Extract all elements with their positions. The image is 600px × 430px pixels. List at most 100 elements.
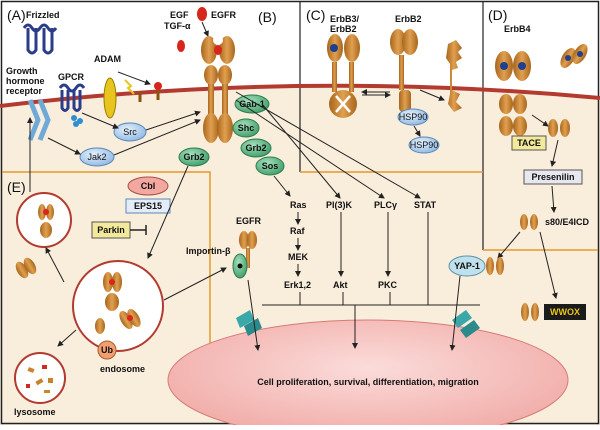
arrow-presenilin-s80 xyxy=(550,185,557,213)
arrow-gab1-pi3k xyxy=(261,103,341,199)
wwox-label: WWOX xyxy=(550,307,580,317)
stat-label: STAT xyxy=(414,200,437,210)
egfr-nuc-label: EGFR xyxy=(236,216,262,226)
wwox-box xyxy=(544,304,586,320)
g-protein-3 xyxy=(73,121,79,127)
erk-label: Erk1,2 xyxy=(284,280,311,290)
nucleus-label: Cell proliferation, survival, differenti… xyxy=(257,377,479,387)
tace-label: TACE xyxy=(517,138,541,148)
nuclear-pore-left xyxy=(236,310,262,336)
erbb3-erbb2-dimer xyxy=(327,34,360,118)
pkc-label: PKC xyxy=(378,280,398,290)
parkin-label: Parkin xyxy=(97,225,125,235)
hsp90-a-label: HSP90 xyxy=(399,112,428,122)
tace-box xyxy=(511,135,547,151)
nuclear-egfr xyxy=(239,231,257,268)
cleavage-bolt xyxy=(124,79,135,95)
presenilin-label: Presenilin xyxy=(531,172,574,182)
erbb3-label-1: ErbB3/ xyxy=(330,14,360,24)
grb2-a-label: Grb2 xyxy=(183,152,204,162)
grb2-a-node xyxy=(178,147,210,167)
nuclear-pore-right xyxy=(452,310,480,338)
gh-label-2: hormone xyxy=(6,76,45,86)
gh-label-3: receptor xyxy=(6,86,43,96)
frizzled-receptor xyxy=(22,23,58,55)
endosome-label: endosome xyxy=(100,364,145,374)
wwox-s80 xyxy=(521,303,539,321)
arrow-gpcr-src xyxy=(81,112,119,129)
erbb3-label-2: ErbB2 xyxy=(330,24,357,34)
lysosome xyxy=(14,352,66,404)
erbb2-label: ErbB2 xyxy=(395,14,422,24)
panel-a-label: (A) xyxy=(7,7,26,23)
shc-node xyxy=(232,118,260,138)
arrow-endosome-lysosome xyxy=(57,329,77,347)
arrow-s80-wwox xyxy=(539,231,558,299)
grb2-b-label: Grb2 xyxy=(245,143,266,153)
pi3k-label: PI(3)K xyxy=(326,200,353,210)
gpcr-receptor xyxy=(58,83,86,112)
erbb4-dimer xyxy=(495,51,531,136)
tgf-ligand xyxy=(177,40,185,52)
plcg-label: PLCγ xyxy=(374,200,397,210)
yap1-node xyxy=(448,255,486,277)
egf-label: EGF xyxy=(170,10,189,20)
arrow-c-4 xyxy=(413,125,421,137)
egf-ligand xyxy=(197,7,207,21)
arrow-jak2-egfr xyxy=(113,119,201,156)
panel-d-label: (D) xyxy=(488,7,507,23)
frizzled-label: Frizzled xyxy=(26,10,60,20)
jak2-label: Jak2 xyxy=(87,152,106,162)
s80-label: s80/E4ICD xyxy=(545,217,590,227)
adam-enzyme xyxy=(103,77,117,119)
gab1-label: Gab-1 xyxy=(239,99,265,109)
ub-node xyxy=(97,340,117,360)
border-e xyxy=(2,171,211,345)
panel-e-label: (E) xyxy=(7,179,26,195)
arrow-grb2-endosome xyxy=(147,165,189,259)
arrow-adam-ligand xyxy=(117,71,151,86)
erbb4-label: ErbB4 xyxy=(504,24,531,34)
importin-dot xyxy=(237,263,243,269)
early-vesicle xyxy=(16,192,72,248)
erbb2-receptor xyxy=(390,29,418,112)
sos-node xyxy=(255,156,285,176)
g-protein-1 xyxy=(71,115,77,121)
arrow-egfr-stat xyxy=(235,91,421,199)
arrow-s80-yap1 xyxy=(497,231,521,259)
shc-label: Shc xyxy=(238,123,255,133)
panel-b-label: (B) xyxy=(258,9,277,25)
free-receptor-e xyxy=(15,257,37,279)
arrow-gh-jak2 xyxy=(47,137,81,155)
cbl-label: Cbl xyxy=(141,181,156,191)
egfr-label: EGFR xyxy=(211,10,237,20)
gh-label-1: Growth xyxy=(6,66,38,76)
yap1-s80 xyxy=(486,257,504,275)
grb2-b-node xyxy=(240,138,272,158)
lysosome-fragments xyxy=(26,365,53,393)
hsp90-b-node xyxy=(408,136,440,154)
presenilin-box xyxy=(523,169,583,185)
arrow-sos-ras xyxy=(273,175,291,197)
ub-label: Ub xyxy=(101,345,113,355)
nucleus xyxy=(167,319,569,430)
mek-label: MEK xyxy=(288,252,309,262)
src-node xyxy=(113,122,147,142)
gpcr-label: GPCR xyxy=(58,72,85,82)
tgf-label: TGF-α xyxy=(164,21,191,31)
eps15-label: EPS15 xyxy=(134,201,162,211)
akt-label: Akt xyxy=(333,280,348,290)
vesicle-receptor xyxy=(38,204,54,238)
arrow-tace-presenilin xyxy=(550,139,559,167)
s80-fragment xyxy=(520,214,538,230)
raf-label: Raf xyxy=(290,226,306,236)
arrow-egfr-plcg xyxy=(235,99,385,199)
hsp90-b-label: HSP90 xyxy=(410,140,439,150)
arrow-erbb4-tace xyxy=(531,114,549,127)
cbl-node xyxy=(127,176,169,196)
arrow-yap1-nucleus xyxy=(449,275,461,351)
src-label: Src xyxy=(123,127,137,137)
erbb4-free xyxy=(560,44,588,68)
